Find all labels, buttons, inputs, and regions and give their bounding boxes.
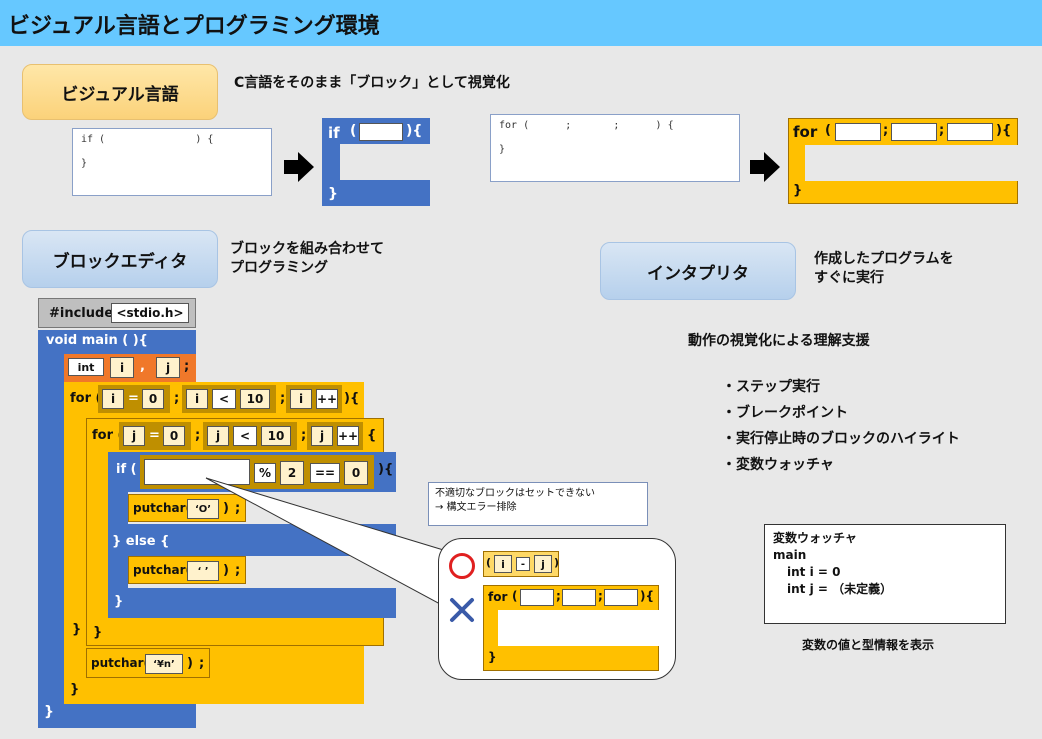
var-slot-j: j (156, 357, 180, 378)
expression-block-example: ( i - j ) (483, 551, 559, 577)
visualization-feature-list: ・ステップ実行 ・ブレークポイント ・実行停止時のブロックのハイライト ・変数ウ… (722, 374, 960, 478)
valid-invalid-example-bubble: ( i - j ) for ( ; ; ){ } (438, 538, 676, 680)
watcher-title: 変数ウォッチャ (773, 531, 857, 545)
if-else-block: if ( % 2 == 0 ){ } else { } (108, 452, 396, 618)
outer-for-condition: i < 10 (182, 385, 276, 413)
if-block: if ( ){ } (322, 118, 430, 206)
block-editor-label: ブロックエディタ (22, 230, 218, 288)
if-code-text: if ( ) { } (72, 128, 272, 196)
include-block: #include <stdio.h> (38, 298, 196, 328)
title-bar: ビジュアル言語とプログラミング環境 (0, 0, 1042, 46)
outer-for-init: i = 0 (98, 385, 170, 413)
interpreter-description: 作成したプログラムを すぐに実行 (814, 251, 954, 286)
putchar-o-block: putchar( ‘O’ ) ; (128, 494, 246, 522)
for-code-text: for ( ; ; ) { } (490, 114, 740, 182)
for-init-slot (835, 123, 881, 141)
watcher-var-j: int j = （未定義） (787, 582, 893, 596)
putchar-newline-block: putchar( ‘¥n’ ) ; (86, 648, 210, 678)
for-block-in-slot-example: for ( ; ; ){ } (483, 585, 659, 671)
watcher-caption: 変数の値と型情報を表示 (802, 638, 935, 652)
visual-language-description: C言語をそのまま「ブロック」として視覚化 (234, 75, 510, 91)
for-block: for ( ; ; ){ } (788, 118, 1018, 204)
if-condition: % 2 == 0 (140, 455, 374, 489)
right-arrow-icon (750, 152, 780, 186)
watcher-scope: main (773, 548, 807, 562)
inner-for-init: j = 0 (119, 422, 191, 450)
variable-declaration-block: int i , j ; (64, 354, 196, 382)
interpreter-label: インタプリタ (600, 242, 796, 300)
block-editor-description: ブロックを組み合わせて プログラミング (230, 241, 384, 276)
inner-for-update: j ++ (307, 422, 363, 450)
right-arrow-icon (284, 152, 314, 186)
feature-variable-watcher: ・変数ウォッチャ (722, 457, 834, 473)
outer-for-update: i ++ (286, 385, 342, 413)
header-file-slot: <stdio.h> (111, 303, 189, 323)
if-condition-empty-slot (144, 459, 250, 485)
feature-block-highlight: ・実行停止時のブロックのハイライト (722, 431, 960, 447)
correct-mark-icon (449, 553, 475, 579)
var-slot-i: i (110, 357, 134, 378)
inner-for-condition: j < 10 (203, 422, 297, 450)
variable-watcher-panel: 変数ウォッチャ main int i = 0 int j = （未定義） (764, 524, 1006, 624)
for-condition-slot (891, 123, 937, 141)
visualization-heading: 動作の視覚化による理解支援 (688, 333, 870, 349)
page-title: ビジュアル言語とプログラミング環境 (8, 14, 380, 39)
for-update-slot (947, 123, 993, 141)
if-condition-slot (359, 123, 403, 141)
visual-language-label: ビジュアル言語 (22, 64, 218, 120)
incorrect-mark-icon (449, 597, 475, 627)
feature-step-execution: ・ステップ実行 (722, 379, 820, 395)
putchar-space-block: putchar( ‘ ’ ) ; (128, 556, 246, 584)
feature-breakpoint: ・ブレークポイント (722, 405, 848, 421)
syntax-error-callout: 不適切なブロックはセットできない → 構文エラー排除 (428, 482, 648, 526)
watcher-var-i: int i = 0 (787, 565, 841, 579)
